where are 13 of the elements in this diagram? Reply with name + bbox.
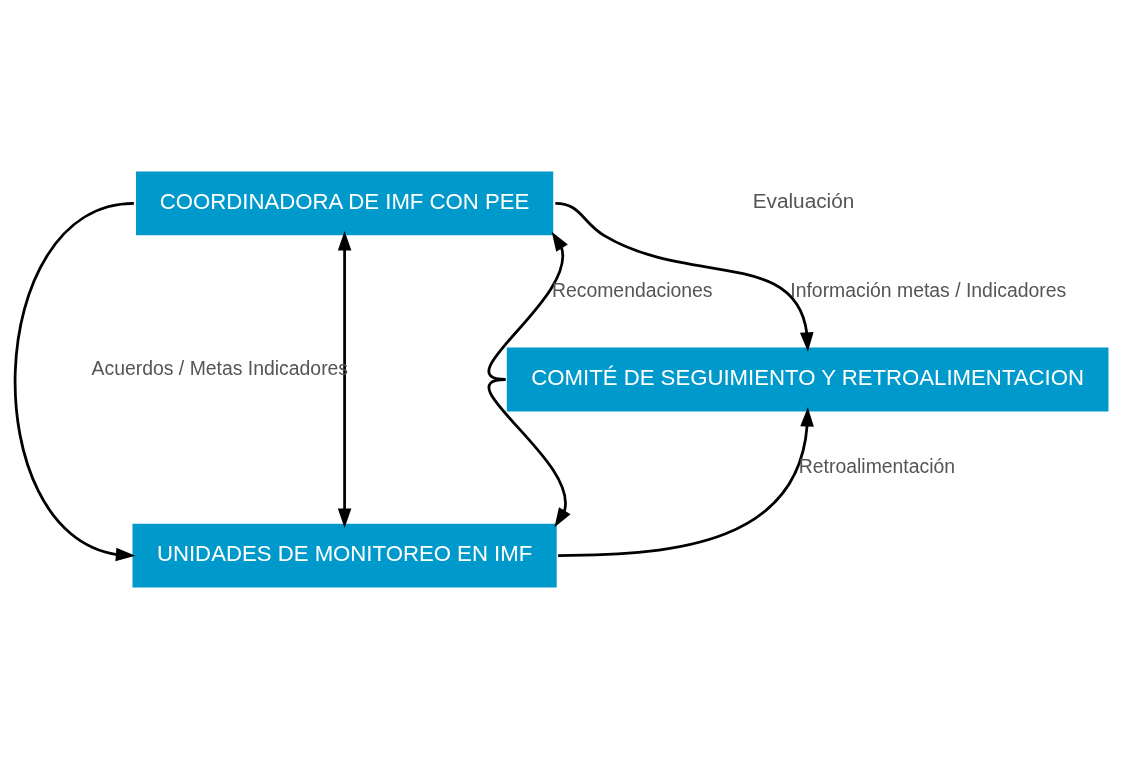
arrow — [488, 231, 568, 381]
arrow — [488, 377, 571, 527]
arrow — [558, 406, 814, 557]
edge-label: Recomendaciones — [551, 278, 713, 301]
edge-label: Retroalimentación — [798, 454, 956, 477]
label: Evaluación — [752, 188, 855, 212]
node-box: COMITÉ DE SEGUIMIENTO Y RETROALIMENTACION — [506, 347, 1109, 411]
arrow — [14, 201, 136, 561]
node-box: COORDINADORA DE IMF CON PEE — [135, 171, 554, 235]
edge-label: Información metas / Indicadores — [790, 278, 1067, 301]
arrow — [337, 230, 352, 528]
arrow — [555, 201, 814, 352]
node-box: UNIDADES DE MONITOREO EN IMF — [132, 523, 557, 587]
